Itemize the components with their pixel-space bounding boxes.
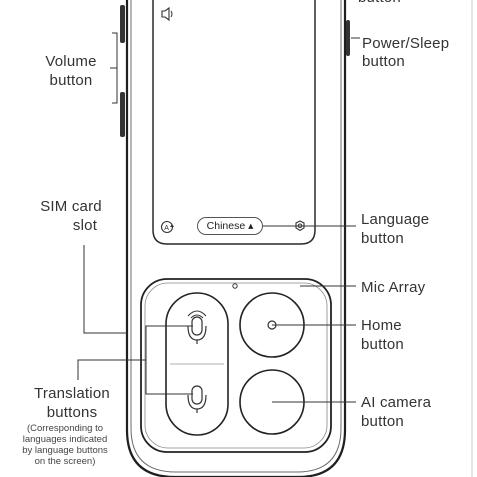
- volume-label: Volume: [45, 53, 97, 70]
- auto-translate-icon[interactable]: A: [160, 220, 175, 234]
- device-outline: [125, 0, 347, 477]
- sim-card-label-2: slot: [72, 217, 98, 234]
- button-panel: [140, 278, 332, 453]
- mic-icon: [187, 310, 207, 344]
- translation-note-line: by language buttons: [22, 445, 108, 456]
- button-panel-inner: [144, 282, 328, 449]
- translation-note: (Corresponding to languages indicated by…: [2, 423, 128, 467]
- language-label: Language: [361, 211, 430, 228]
- ai-camera-label: AI camera: [361, 394, 432, 411]
- svg-text:A: A: [164, 225, 169, 232]
- speaker-icon: [161, 6, 173, 22]
- home-label: Home: [361, 317, 402, 334]
- device-inner-outline: [130, 0, 342, 473]
- screen: [152, 0, 316, 245]
- volume-down-key[interactable]: [120, 92, 125, 137]
- ai-camera-label-2: button: [361, 413, 404, 430]
- language-label-2: button: [361, 230, 404, 247]
- language-chip-button[interactable]: Chinese ▴: [197, 217, 263, 235]
- power-sleep-label: Power/Sleep: [362, 35, 450, 52]
- translation-label: Translation: [34, 385, 110, 402]
- translation-note-line: on the screen): [34, 456, 96, 467]
- volume-label-2: button: [49, 72, 93, 89]
- translation-note-line: languages indicated: [22, 434, 108, 445]
- power-sleep-label-2: button: [362, 53, 405, 70]
- volume-up-key[interactable]: [120, 5, 125, 43]
- translation-note-line: (Corresponding to: [26, 423, 104, 434]
- mic-array-label: Mic Array: [361, 279, 426, 296]
- mic-array-hole: [232, 283, 238, 289]
- top-button-label: button: [358, 0, 401, 7]
- leader-lines: [77, 32, 360, 403]
- sim-card-label: SIM card: [40, 198, 102, 215]
- translation-label-2: buttons: [46, 404, 98, 421]
- translation-pill[interactable]: [165, 292, 229, 436]
- power-sleep-key[interactable]: [346, 20, 350, 56]
- home-label-2: button: [361, 336, 404, 353]
- mic-icon: [187, 385, 207, 413]
